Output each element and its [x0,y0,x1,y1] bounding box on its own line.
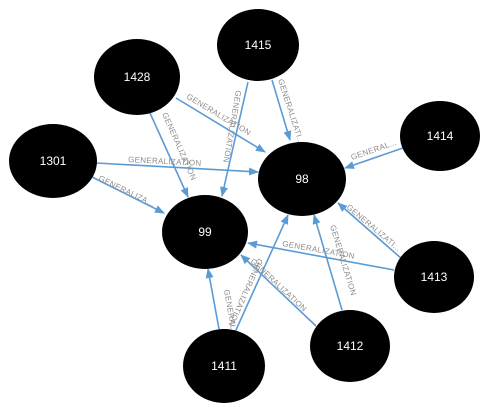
node-ellipse-1414[interactable] [400,101,480,171]
node-label-1301: 1301 [40,154,67,168]
node-1413[interactable]: 1413 [394,241,474,313]
node-label-99: 99 [198,225,212,239]
node-ellipse-1413[interactable] [394,241,474,313]
node-label-1414: 1414 [427,129,454,143]
node-1414[interactable]: 1414 [400,101,480,171]
edge-1412-to-98[interactable] [312,214,343,311]
node-ellipse-1301[interactable] [9,124,97,198]
node-1428[interactable]: 1428 [94,39,180,115]
node-label-1428: 1428 [124,70,151,84]
node-99[interactable]: 99 [162,195,248,269]
node-1412[interactable]: 1412 [310,310,390,382]
node-label-1415: 1415 [245,38,272,52]
node-ellipse-1411[interactable] [183,329,265,403]
node-ellipse-98[interactable] [258,142,346,216]
node-1411[interactable]: 1411 [183,329,265,403]
edge-1301-to-99[interactable] [91,176,165,214]
node-1301[interactable]: 1301 [9,124,97,198]
edge-labels-layer: GENERALIZATI... GENERALIZATION GENERALIZAT… [97,78,403,351]
node-98[interactable]: 98 [258,142,346,216]
edge-label-1301-to-99: GENERALIZA... [97,174,156,209]
edge-1413-to-98[interactable] [337,202,403,260]
node-label-1411: 1411 [211,359,237,373]
nodes-layer: 1415 1428 1414 1301 98 99 1413 1412 1411 [9,9,480,403]
node-ellipse-99[interactable] [162,195,248,269]
edge-1411-to-99[interactable] [205,268,220,330]
node-1415[interactable]: 1415 [217,9,299,81]
edge-1412-to-99[interactable] [240,254,317,327]
edge-1413-to-99[interactable] [247,240,395,271]
edge-label-1415-to-98: GENERALIZATI... [276,78,306,146]
node-label-1412: 1412 [337,339,364,353]
edge-1415-to-98[interactable] [271,79,292,141]
node-label-98: 98 [295,172,309,186]
edge-1428-to-99[interactable] [149,112,189,198]
edge-label-1413-to-98: GENERALIZATI... [345,203,403,254]
edge-1428-to-98[interactable] [175,97,266,153]
edge-label-1301-to-98: GENERALIZATION [128,155,202,168]
node-label-1413: 1413 [421,270,448,284]
node-ellipse-1412[interactable] [310,310,390,382]
edge-1301-to-98[interactable] [95,162,259,176]
edges-layer [91,79,404,331]
edge-1411-to-98[interactable] [235,214,289,331]
edge-1414-to-98[interactable] [344,147,404,169]
node-ellipse-1428[interactable] [94,39,180,115]
edge-1415-to-99[interactable] [220,81,249,197]
node-ellipse-1415[interactable] [217,9,299,81]
